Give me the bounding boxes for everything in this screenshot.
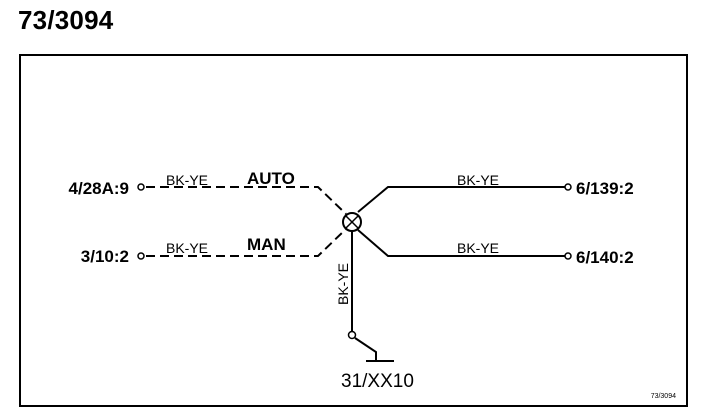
terminal-node-left-top (137, 183, 145, 191)
terminal-label-left-top: 4/28A:9 (69, 179, 129, 198)
diagram-frame (19, 54, 688, 407)
wire-right-top (357, 186, 565, 213)
wire-man-dashed (146, 228, 347, 257)
splice-node-icon (342, 212, 362, 232)
wire-label-right-top: BK-YE (457, 172, 499, 188)
ground-terminal-node (347, 330, 357, 340)
terminal-node-right-bottom (564, 252, 572, 260)
terminal-label-left-bottom: 3/10:2 (81, 247, 129, 266)
wire-label-left-top: BK-YE (166, 172, 208, 188)
terminal-node-right-top (564, 183, 572, 191)
mode-label-auto: AUTO (247, 169, 295, 188)
diagram-reference: 73/3094 (651, 393, 676, 400)
mode-label-man: MAN (247, 235, 286, 254)
wire-auto-dashed (146, 186, 347, 215)
wire-right-bottom (357, 229, 565, 257)
terminal-label-right-top: 6/139:2 (576, 179, 634, 198)
ground-icon (354, 337, 394, 362)
wire-label-vertical: BK-YE (335, 263, 351, 305)
wire-label-left-bottom: BK-YE (166, 240, 208, 256)
terminal-node-left-bottom (137, 252, 145, 260)
wire-label-right-bottom: BK-YE (457, 240, 499, 256)
terminal-label-right-bottom: 6/140:2 (576, 248, 634, 267)
page-title: 73/3094 (18, 5, 114, 35)
ground-label: 31/XX10 (341, 371, 414, 392)
